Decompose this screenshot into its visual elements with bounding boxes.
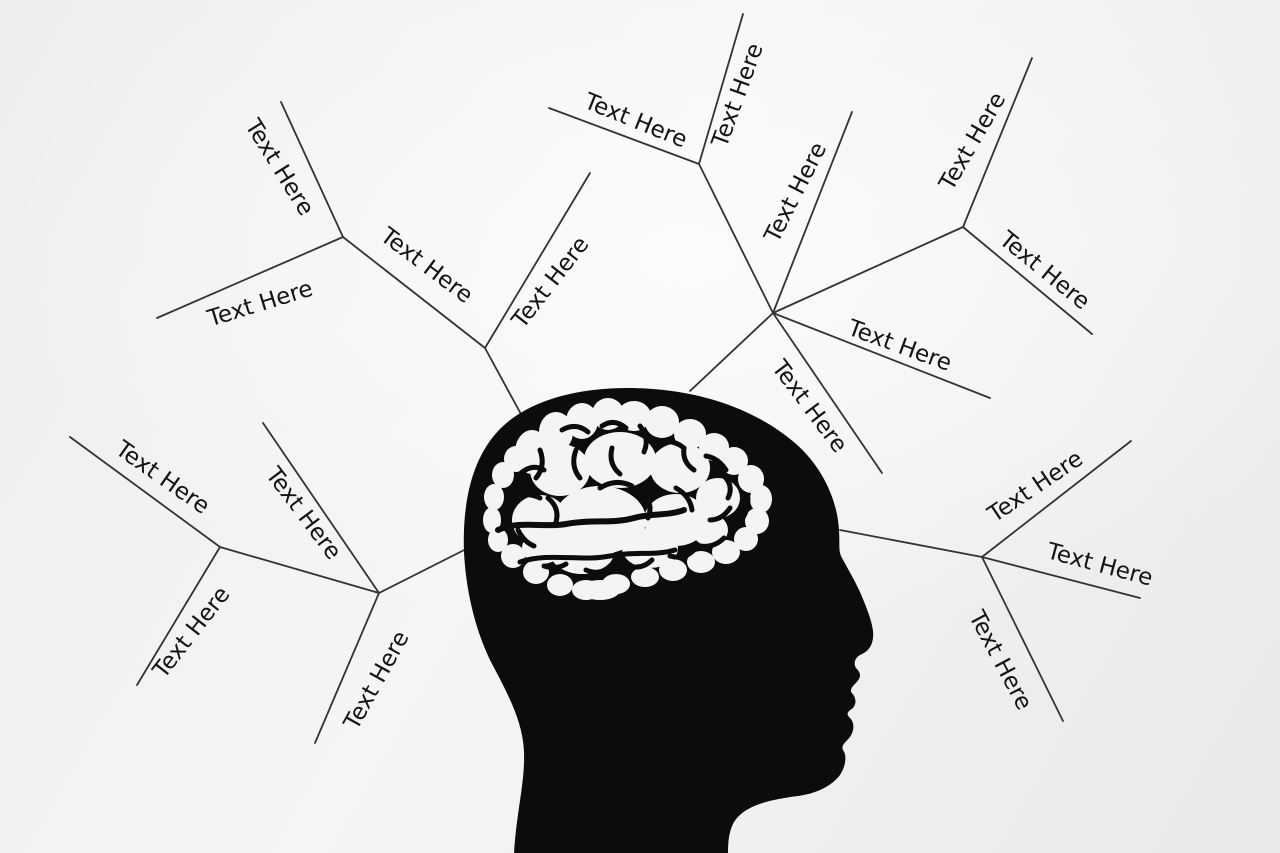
branch-label-g-lower: Text Here — [339, 627, 415, 735]
branch-line-g-upper — [262, 422, 380, 594]
branch-label-b-upper: Text Here — [507, 232, 595, 334]
branch-line-d-left — [548, 107, 700, 165]
branch-line-f-lower — [981, 556, 1064, 722]
branch-line-h-lower — [136, 546, 221, 686]
connector-d-c — [698, 163, 774, 314]
branch-line-c-lower — [772, 312, 883, 474]
brain-sulci — [495, 420, 751, 575]
branch-label-d-upper: Text Here — [707, 40, 769, 152]
branch-line-h-upper — [69, 436, 221, 548]
branch-line-g-lower — [314, 592, 380, 744]
branch-label-a-b-segment: Text Here — [374, 222, 477, 309]
connector-c-e — [772, 226, 964, 314]
branch-label-a-upper: Text Here — [239, 114, 319, 221]
branch-line-a-lower — [156, 236, 344, 319]
branch-label-d-left: Text Here — [580, 88, 691, 153]
branch-lines — [69, 13, 1141, 744]
branch-line-d-upper — [698, 13, 744, 165]
branch-label-f-middle: Text Here — [1043, 538, 1155, 591]
branch-label-c-right: Text Here — [843, 315, 955, 377]
branch-line-a-b-segment — [342, 236, 486, 349]
branch-line-f-middle — [981, 556, 1141, 599]
connector-g-h — [219, 546, 380, 594]
connector-f-face — [839, 529, 983, 558]
branch-line-b-upper — [484, 172, 591, 349]
branch-label-e-upper: Text Here — [934, 88, 1011, 196]
branch-label-g-upper: Text Here — [260, 462, 347, 565]
branch-label-e-lower: Text Here — [993, 226, 1094, 315]
branch-line-f-upper — [981, 440, 1132, 558]
branch-line-a-upper — [280, 101, 344, 238]
branch-label-a-lower: Text Here — [204, 276, 316, 333]
branch-label-h-lower: Text Here — [148, 582, 236, 684]
branch-line-c-upper — [772, 111, 853, 314]
branch-label-f-lower: Text Here — [963, 606, 1037, 715]
connector-c-head — [689, 312, 774, 392]
branch-line-e-upper — [962, 57, 1033, 228]
branch-line-e-lower — [962, 226, 1093, 335]
branch-label-c-upper: Text Here — [759, 138, 832, 247]
branch-line-c-right — [772, 312, 991, 399]
